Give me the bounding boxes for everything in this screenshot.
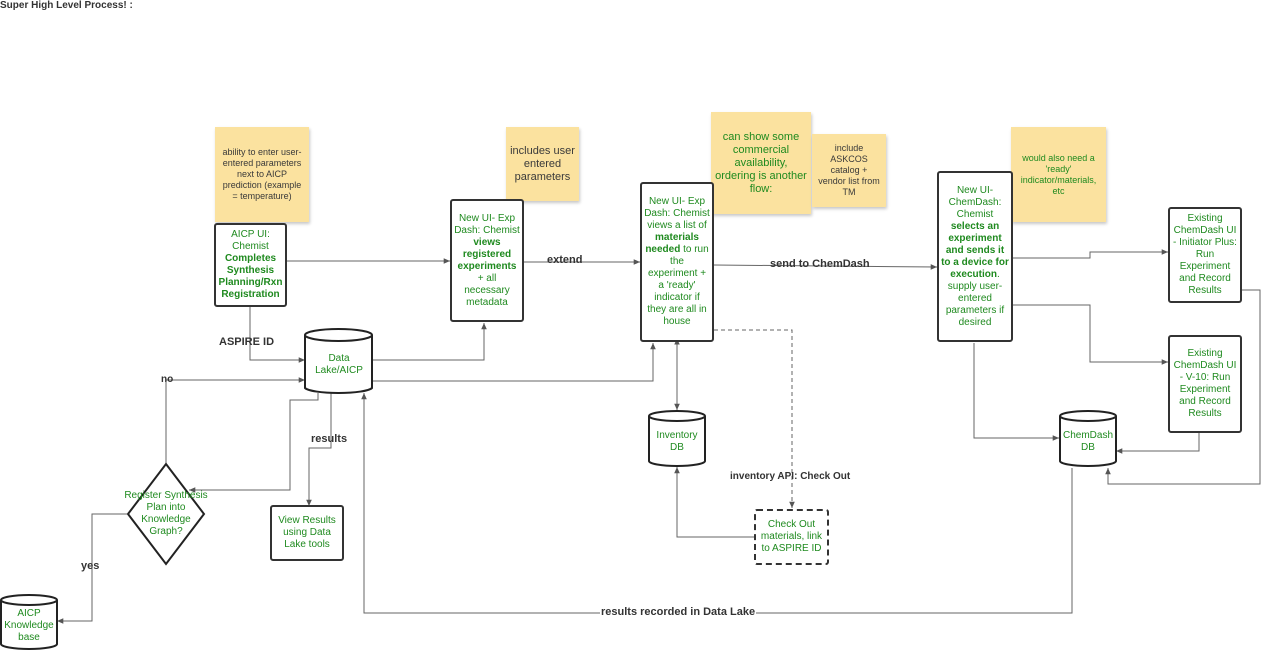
- edge-aspire-id: [249, 306, 305, 363]
- data-lake-label: Data Lake/AICP: [315, 353, 363, 376]
- v10-node: Existing ChemDash UI - V-10: Run Experim…: [1168, 335, 1242, 433]
- page-title: Super High Level Process! :: [0, 0, 133, 11]
- sticky-aicp-params: ability to enter user-entered parameters…: [215, 127, 309, 222]
- extend-label: extend: [547, 254, 583, 266]
- edge-chemdash-to-initiator: [1013, 249, 1168, 259]
- send-chemdash-label: send to ChemDash: [770, 258, 870, 270]
- yes-label: yes: [81, 560, 100, 572]
- edge-results: [306, 393, 332, 506]
- edge-v10-to-db: [1116, 433, 1200, 454]
- checkout-node: Check Out materials, link to ASPIRE ID: [754, 509, 829, 565]
- edge-yes: [57, 513, 128, 624]
- inventory-db-cylinder: [648, 410, 706, 467]
- sticky-commercial: can show some commercial availability, o…: [711, 112, 811, 214]
- no-label: no: [161, 374, 174, 385]
- inventory-api-label: inventory API: Check Out: [730, 471, 851, 482]
- inventory-db-label: Inventory DB: [656, 430, 698, 453]
- sticky-ready: would also need a 'ready' indicator/mate…: [1011, 127, 1106, 222]
- results-label: results: [311, 433, 348, 445]
- aspire-id-label: ASPIRE ID: [219, 336, 275, 348]
- edge-datalake-to-expdash1: [372, 323, 487, 361]
- edge-chemdash-to-db: [973, 343, 1059, 441]
- data-lake-cylinder: [304, 328, 373, 394]
- edge-inventory-api: [714, 329, 795, 508]
- initiator-node: Existing ChemDash UI - Initiator Plus: R…: [1168, 207, 1242, 303]
- chemdash-node: New UI-ChemDash: Chemist selects an expe…: [937, 171, 1013, 342]
- edge-datalake-to-expdash2: [372, 343, 656, 382]
- chemdash-db-cylinder: [1059, 410, 1117, 467]
- view-results-node: View Results using Data Lake tools: [270, 505, 344, 561]
- edge-chemdash-to-v10: [1013, 304, 1168, 365]
- aicp-ui-node: AICP UI: Chemist Completes Synthesis Pla…: [214, 223, 287, 307]
- edge-datalake-to-register: [189, 393, 319, 493]
- edge-no: [165, 377, 305, 464]
- exp-dash-view-node: New UI- Exp Dash: Chemist views register…: [450, 199, 524, 322]
- edge-initiator-to-db: [1105, 289, 1261, 485]
- edge-send-chemdash: [713, 264, 938, 270]
- edge-checkout-to-inventory: [674, 467, 754, 538]
- aicp-kb-cylinder: [0, 594, 58, 650]
- sticky-askcos: include ASKCOS catalog + vendor list fro…: [812, 134, 886, 207]
- exp-dash-materials-node: New UI- Exp Dash: Chemist views a list o…: [640, 182, 714, 342]
- aicp-kb-label: AICP Knowledge base: [4, 608, 54, 643]
- register-label: Register Synthesis Plan into Knowledge G…: [124, 490, 208, 537]
- results-recorded-label: results recorded in Data Lake: [600, 606, 757, 618]
- edge-results-recorded: [361, 393, 1073, 614]
- sticky-user-params: includes user entered parameters: [506, 127, 579, 201]
- chemdash-db-label: ChemDash DB: [1062, 430, 1114, 453]
- register-diamond: [126, 462, 206, 566]
